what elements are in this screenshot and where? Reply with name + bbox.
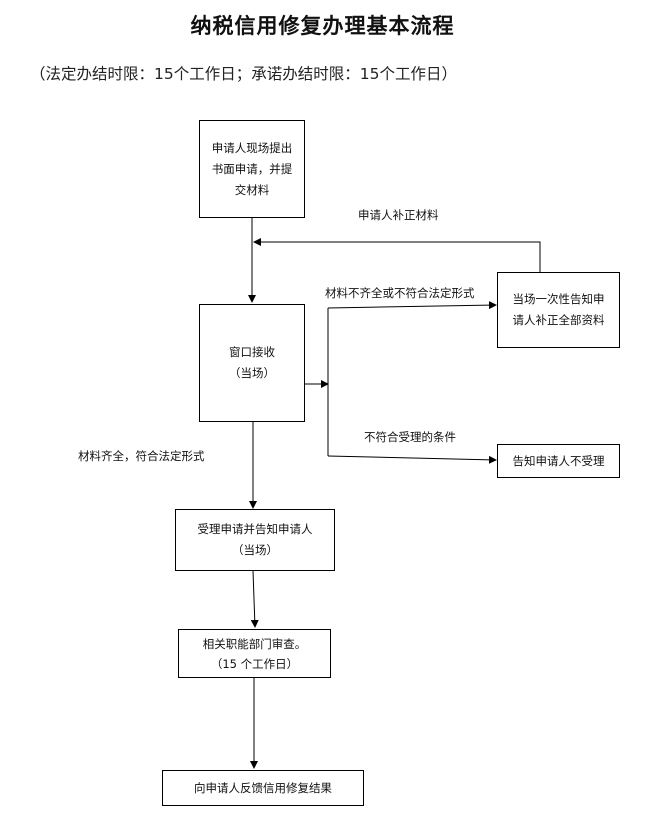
node-window-receive: 窗口接收 （当场） <box>199 304 305 422</box>
node-apply: 申请人现场提出 书面申请，并提 交材料 <box>199 120 305 218</box>
page-subtitle: （法定办结时限：15个工作日；承诺办结时限：15个工作日） <box>30 65 457 83</box>
node-feedback: 向申请人反馈信用修复结果 <box>162 770 364 806</box>
arrow-supplement-loop <box>253 238 541 272</box>
arrow-accept-to-review <box>250 570 259 628</box>
arrow-to-notify-supplement <box>327 301 497 310</box>
page-title: 纳税信用修复办理基本流程 <box>190 14 455 38</box>
label-complete: 材料齐全，符合法定形式 <box>78 449 205 463</box>
node-accept: 受理申请并告知申请人 （当场） <box>175 509 335 571</box>
label-not-eligible: 不符合受理的条件 <box>364 430 456 444</box>
label-incomplete: 材料不齐全或不符合法定形式 <box>325 286 475 300</box>
label-supplement: 申请人补正材料 <box>358 208 439 222</box>
arrow-to-notify-reject <box>327 455 497 464</box>
node-notify-reject: 告知申请人不受理 <box>497 444 620 478</box>
node-notify-supplement: 当场一次性告知申 请人补正全部资料 <box>497 272 620 348</box>
node-review: 相关职能部门审查。 （15 个工作日） <box>178 629 331 678</box>
